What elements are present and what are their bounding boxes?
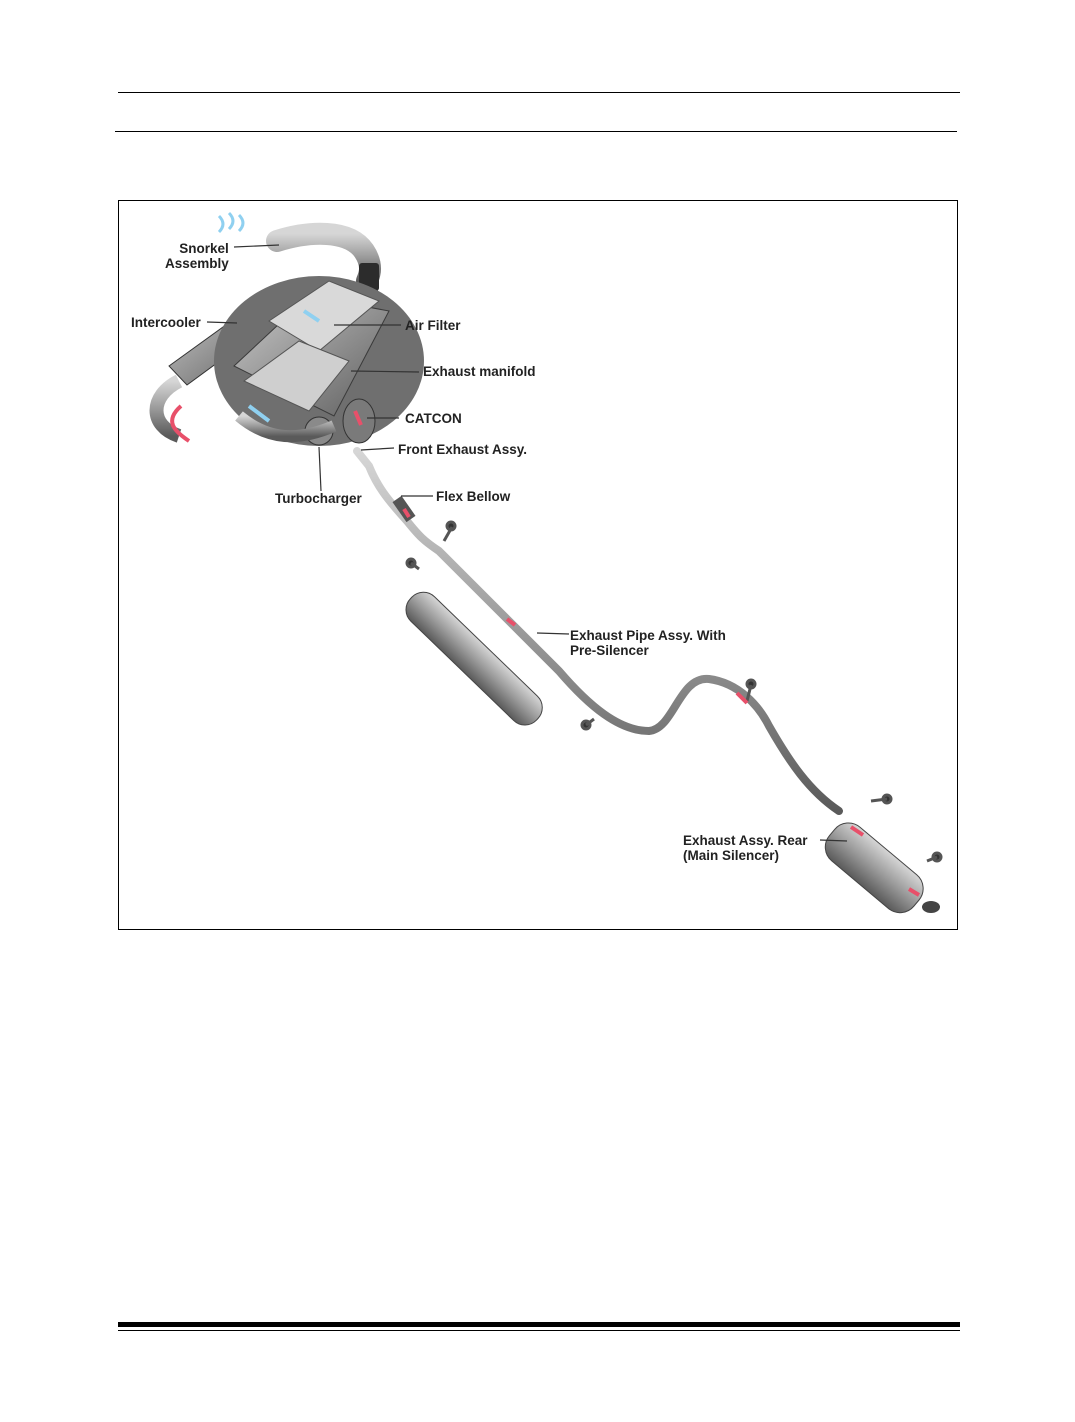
label-pre-silencer: Exhaust Pipe Assy. With Pre-Silencer [570, 628, 726, 658]
exhaust-system-illustration [149, 211, 943, 914]
label-intercooler: Intercooler [131, 315, 201, 330]
header-rule-top [118, 92, 960, 93]
pipe-hangers [405, 520, 943, 863]
footer-rule-thick [118, 1322, 960, 1327]
label-air-filter: Air Filter [405, 318, 461, 333]
leader-lines [206, 244, 848, 842]
main-silencer-shape [824, 822, 940, 914]
label-front-exhaust-assy: Front Exhaust Assy. [398, 442, 528, 457]
label-exhaust-manifold: Exhaust manifold [423, 364, 536, 379]
pre-silencer-shape [405, 591, 543, 726]
snorkel-tube [266, 222, 381, 292]
label-snorkel-assembly: Snorkel Assembly [165, 241, 229, 271]
label-flex-bellow: Flex Bellow [436, 489, 511, 504]
figure-frame: Snorkel Assembly Intercooler Air Filter … [118, 200, 958, 930]
intake-air-arrows [217, 211, 245, 234]
snorkel-intake-box [359, 263, 379, 291]
engine-block [214, 276, 424, 446]
header-rule-bottom [115, 131, 957, 132]
footer-rule-thin [118, 1330, 960, 1331]
label-catcon: CATCON [405, 411, 462, 426]
label-main-silencer: Exhaust Assy. Rear (Main Silencer) [683, 833, 808, 863]
catcon-shape [342, 398, 376, 444]
label-turbocharger: Turbocharger [275, 491, 362, 506]
